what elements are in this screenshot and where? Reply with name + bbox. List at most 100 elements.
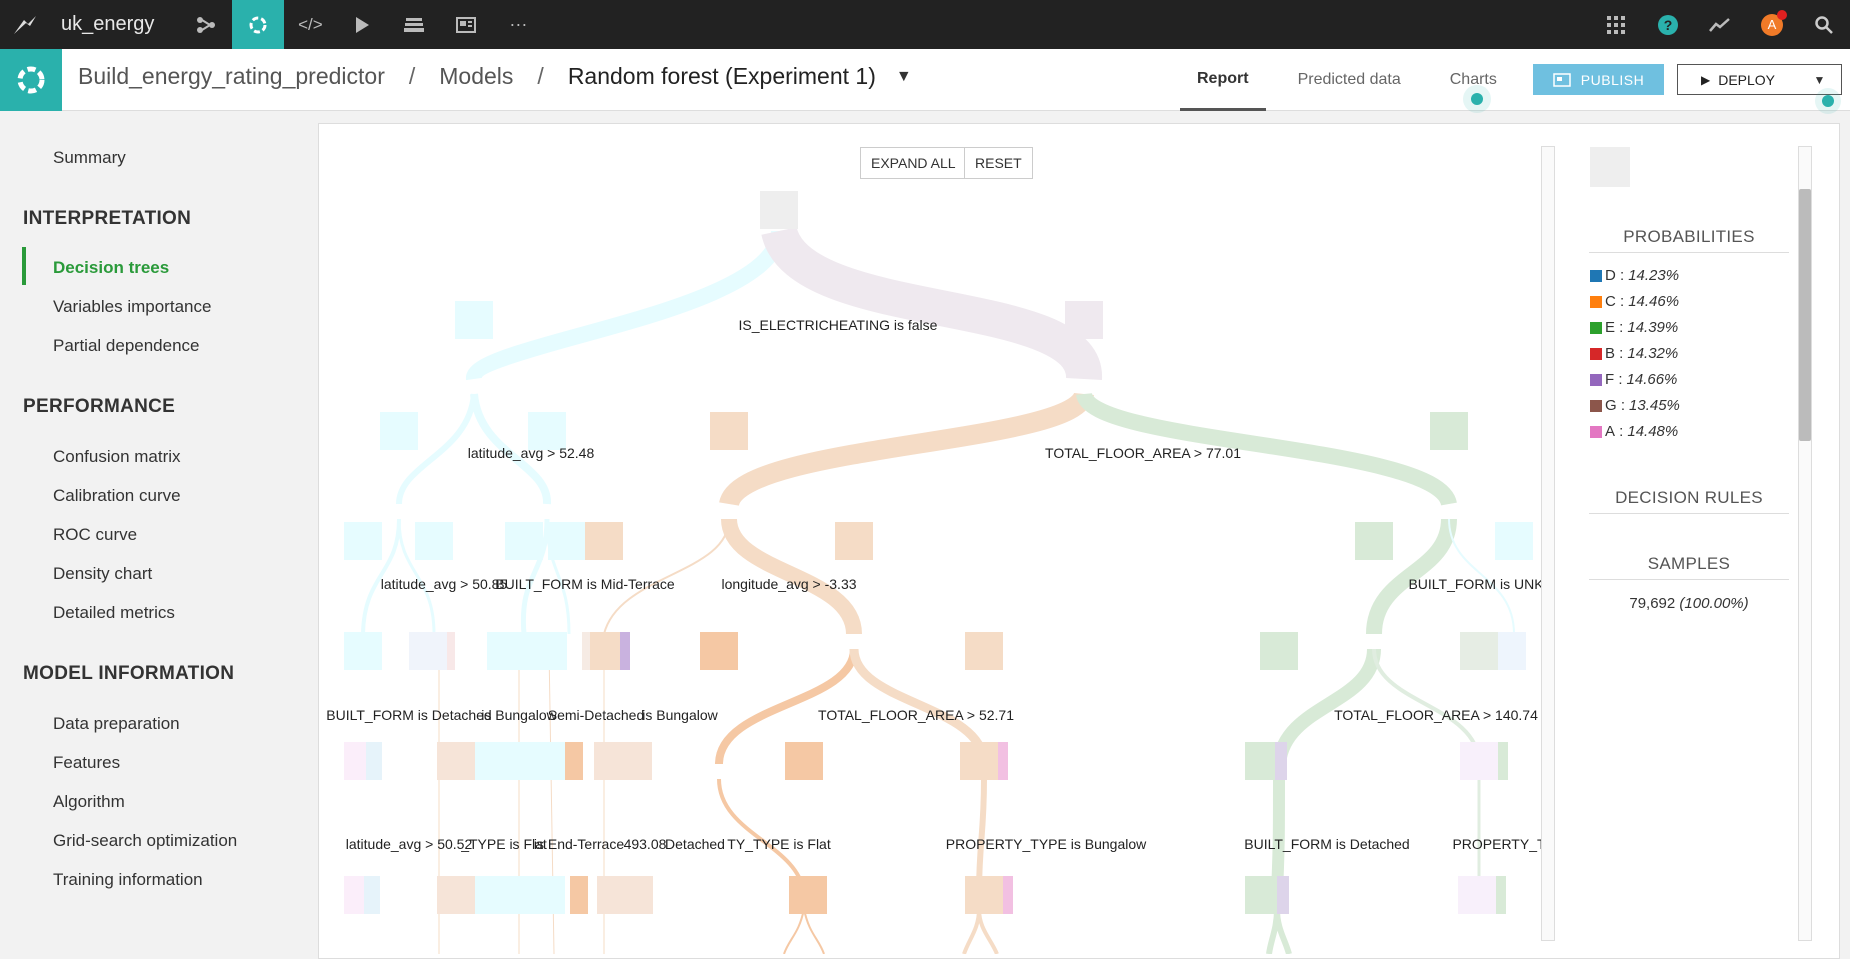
sidebar-item-training-information[interactable]: Training information — [53, 870, 203, 889]
bird-logo-icon[interactable] — [0, 0, 49, 49]
probability-value: 14.48% — [1627, 423, 1679, 440]
sidebar-item-summary[interactable]: Summary — [53, 148, 126, 167]
dashboard-icon[interactable] — [440, 0, 492, 49]
split-label: BUILT_FORM is Detached — [1244, 836, 1409, 852]
tree-node — [710, 412, 748, 450]
split-label: BUILT_FORM is Mid-Terrace — [495, 576, 675, 592]
split-label: Detached — [665, 836, 725, 852]
tree-node — [344, 632, 382, 670]
hint-dot[interactable] — [1822, 95, 1834, 107]
split-label: _TYPE is Flat — [460, 836, 547, 852]
sidebar-item-data-preparation[interactable]: Data preparation — [53, 714, 180, 733]
tree-node — [789, 876, 827, 914]
sidebar-section-interpretation: INTERPRETATION — [23, 208, 192, 229]
avatar[interactable]: A — [1746, 0, 1798, 49]
project-name[interactable]: uk_energy — [61, 13, 155, 35]
breadcrumb-analysis[interactable]: Build_energy_rating_predictor — [78, 63, 385, 89]
reset-button[interactable]: RESET — [964, 147, 1033, 179]
tree-node — [380, 412, 418, 450]
tree-node — [960, 742, 998, 780]
hint-dot[interactable] — [1471, 93, 1484, 105]
sidebar-item-density-chart[interactable]: Density chart — [53, 564, 153, 583]
tree-node — [415, 522, 453, 560]
tree-node — [835, 522, 873, 560]
tab-predicted-data[interactable]: Predicted data — [1297, 71, 1401, 88]
tab-charts[interactable]: Charts — [1433, 49, 1514, 111]
tab-charts-label: Charts — [1449, 71, 1497, 88]
tab-report[interactable]: Report — [1180, 49, 1266, 111]
play-icon[interactable] — [336, 0, 388, 49]
info-scrollbar-thumb[interactable] — [1799, 189, 1811, 441]
split-label: TOTAL_FLOOR_AREA > 52.71 — [818, 707, 1014, 723]
tree-node — [585, 522, 623, 560]
deploy-button[interactable]: ▶ DEPLOY — [1677, 64, 1799, 95]
samples-title: SAMPLES — [1589, 554, 1789, 580]
tree-node — [582, 632, 590, 670]
sidebar-item-partial-dependence[interactable]: Partial dependence — [53, 336, 200, 355]
tree-node — [594, 742, 624, 780]
sidebar-item-confusion-matrix[interactable]: Confusion matrix — [53, 447, 181, 466]
tree-node — [965, 876, 1003, 914]
tree-scrollbar[interactable] — [1541, 146, 1555, 941]
probability-class: A — [1605, 423, 1616, 440]
split-label: latitude_avg > 50.52 — [346, 836, 473, 852]
probability-row: B :14.32% — [1590, 345, 1678, 362]
legend-swatch — [1590, 425, 1602, 438]
model-badge-icon — [0, 49, 62, 111]
sidebar-item-calibration-curve[interactable]: Calibration curve — [53, 486, 181, 505]
tree-node — [366, 742, 382, 780]
sidebar-item-features[interactable]: Features — [53, 753, 121, 772]
decision-rules-title: DECISION RULES — [1589, 488, 1789, 514]
split-label: IS_ELECTRICHEATING is false — [739, 317, 938, 333]
stack-icon[interactable] — [388, 0, 440, 49]
sidebar-item-roc-curve[interactable]: ROC curve — [53, 525, 138, 544]
deploy-dropdown-caret-icon[interactable]: ▼ — [1798, 64, 1842, 95]
report-tabs: Report Predicted data Charts — [1180, 49, 1529, 111]
probability-row: A :14.48% — [1590, 423, 1678, 440]
search-icon[interactable] — [1798, 0, 1850, 49]
flow-icon[interactable] — [180, 0, 232, 49]
tree-node — [1430, 412, 1468, 450]
tree-node — [344, 742, 366, 780]
sidebar-item-algorithm[interactable]: Algorithm — [53, 792, 125, 811]
tree-node — [364, 876, 380, 914]
expand-all-button[interactable]: EXPAND ALL — [860, 147, 967, 179]
tree-node — [1275, 742, 1287, 780]
apps-grid-icon[interactable] — [1590, 0, 1642, 49]
notification-dot — [1777, 9, 1787, 20]
code-icon[interactable]: </> — [298, 14, 323, 34]
split-label: longitude_avg > -3.33 — [721, 576, 856, 592]
tree-node — [475, 742, 565, 780]
report-sidebar: Summary INTERPRETATION Decision trees Va… — [0, 111, 318, 959]
sidebar-item-decision-trees[interactable]: Decision trees — [53, 258, 170, 277]
sidebar-item-grid-search-optimization[interactable]: Grid-search optimization — [53, 831, 238, 850]
breadcrumb-current-model[interactable]: Random forest (Experiment 1) — [567, 63, 876, 89]
decision-tree-canvas[interactable]: IS_ELECTRICHEATING is false latitude_avg… — [319, 124, 1541, 954]
tree-node — [597, 876, 625, 914]
split-label: Semi-Detached — [548, 707, 645, 723]
chevron-down-icon[interactable]: ▼ — [895, 67, 912, 85]
sidebar-item-variables-importance[interactable]: Variables importance — [53, 297, 212, 316]
probability-value: 14.66% — [1626, 371, 1678, 388]
publish-label: PUBLISH — [1580, 71, 1645, 88]
decision-tree-panel: IS_ELECTRICHEATING is false latitude_avg… — [318, 123, 1840, 959]
split-label: is End-Terrace — [534, 836, 624, 852]
tree-node — [344, 876, 364, 914]
more-icon[interactable]: ··· — [509, 14, 528, 34]
tree-node-root — [760, 191, 798, 229]
probability-class: C — [1605, 293, 1616, 310]
tree-node — [528, 412, 566, 450]
help-icon[interactable]: ? — [1642, 0, 1694, 49]
sidebar-item-detailed-metrics[interactable]: Detailed metrics — [53, 603, 175, 622]
tree-node — [437, 742, 475, 780]
publish-button[interactable]: PUBLISH — [1533, 64, 1664, 95]
split-label: is Bungalow — [642, 707, 718, 723]
probability-row: E :14.39% — [1590, 319, 1678, 336]
ml-icon[interactable] — [232, 0, 285, 49]
breadcrumb-models[interactable]: Models — [439, 63, 514, 89]
samples-percent: (100.00%) — [1679, 595, 1749, 612]
tree-node — [590, 632, 620, 670]
activity-icon[interactable] — [1694, 0, 1746, 49]
probability-class: D — [1605, 267, 1616, 284]
split-label: BUILT_FORM is UNK — [1408, 576, 1541, 592]
